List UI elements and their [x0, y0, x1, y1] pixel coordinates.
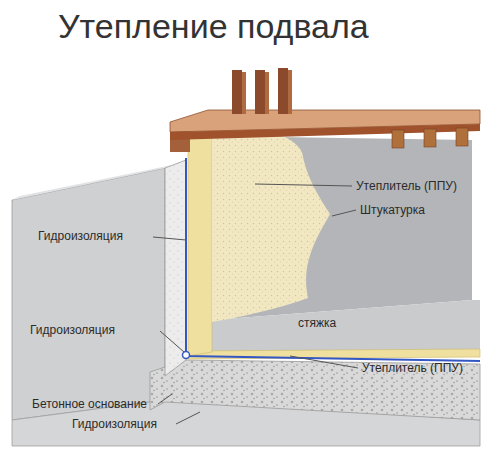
- foundation-wall: [165, 160, 186, 376]
- part-label: Штукатурка: [360, 203, 425, 217]
- part-label: Утеплитель (ППУ): [356, 179, 457, 193]
- concrete-base: [150, 360, 480, 420]
- part-label: Гидроизоляция: [38, 229, 123, 243]
- soil: [12, 168, 165, 420]
- sprayed-foam: [212, 127, 330, 322]
- joist: [392, 130, 404, 148]
- leader-lines: [153, 184, 358, 424]
- joist: [424, 129, 436, 147]
- post: [288, 70, 292, 114]
- joist: [456, 128, 468, 146]
- part-label: Утеплитель (ППУ): [362, 361, 463, 375]
- soil-top: [12, 165, 172, 200]
- post: [242, 72, 246, 114]
- waterproofing-joint: [183, 352, 190, 359]
- part-label: Гидроизоляция: [30, 323, 115, 337]
- post: [255, 70, 265, 114]
- post: [265, 72, 269, 114]
- wall-insulation: [188, 128, 212, 356]
- part-label: Бетонное основание: [32, 397, 147, 411]
- post: [232, 70, 242, 114]
- title: Утепление подвала: [58, 6, 369, 46]
- waterproofing-line: [186, 158, 480, 361]
- part-label: стяжка: [298, 316, 336, 330]
- part-label: Гидроизоляция: [72, 417, 157, 431]
- post: [278, 68, 288, 114]
